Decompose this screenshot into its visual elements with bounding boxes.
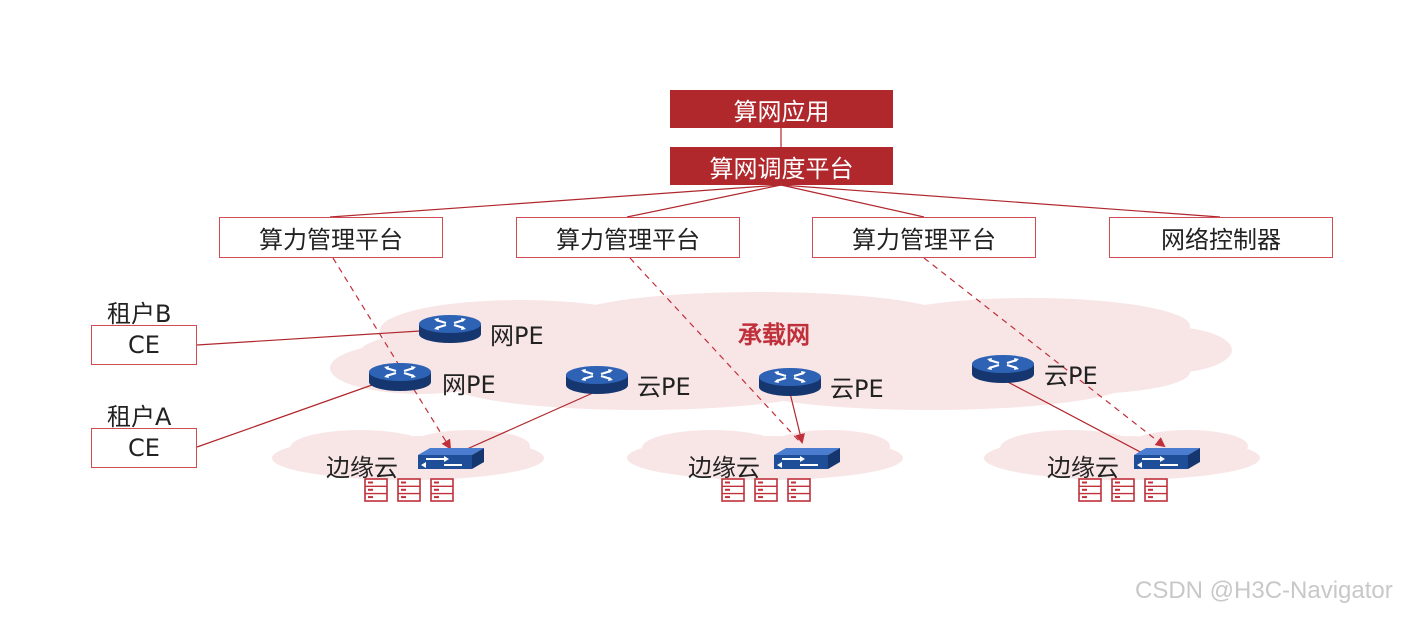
compute-network-app-box: 算网应用: [670, 90, 893, 128]
router-icon: [564, 364, 630, 396]
management-links: [332, 257, 1166, 450]
server-icon: [787, 478, 811, 502]
router-icon: [970, 353, 1036, 385]
scheduler-platform-box: 算网调度平台: [670, 147, 893, 185]
link-ce-b-pe: [196, 330, 421, 346]
mgmt-link-3: [923, 257, 1166, 448]
edge-cloud-1-shape: [272, 430, 544, 480]
router-label-cloud-pe-3: 云PE: [1044, 362, 1098, 390]
edge-cloud-2-shape: [627, 430, 903, 480]
router-label-net-pe-1: 网PE: [490, 322, 544, 350]
compute-platform-box-1: 算力管理平台: [219, 217, 443, 258]
link-ce-a-pe: [196, 384, 373, 448]
compute-platform-box-2: 算力管理平台: [516, 217, 740, 258]
link-cloudpe2-edge2: [789, 392, 805, 444]
tenant-a-ce-box: CE: [91, 428, 197, 468]
watermark-text: CSDN @H3C-Navigator: [1135, 577, 1393, 604]
network-controller-box: 网络控制器: [1109, 217, 1333, 258]
mgmt-link-1: [332, 257, 452, 450]
edge-cloud-label-1: 边缘云: [326, 454, 398, 482]
server-icon: [1144, 478, 1168, 502]
server-icon: [430, 478, 454, 502]
switch-icon: [773, 447, 841, 470]
router-label-net-pe-2: 网PE: [442, 371, 496, 399]
router-icon: [757, 366, 823, 398]
link-scheduler-platform-3: [780, 184, 925, 218]
mgmt-link-2: [629, 257, 801, 443]
bearer-network-title: 承载网: [738, 321, 810, 349]
link-scheduler-platform-2: [626, 184, 782, 218]
link-scheduler-platform-1: [329, 184, 782, 218]
switch-icon: [1133, 447, 1201, 470]
server-icon: [397, 478, 421, 502]
tenant-b-label: 租户B: [107, 300, 172, 328]
link-scheduler-controller: [780, 184, 1221, 218]
switch-icon: [417, 447, 485, 470]
link-cloudpe1-edge1: [457, 387, 605, 454]
tenant-b-ce-box: CE: [91, 325, 197, 365]
edge-cloud-label-3: 边缘云: [1047, 454, 1119, 482]
link-cloudpe3-edge3: [1003, 379, 1149, 457]
router-label-cloud-pe-2: 云PE: [830, 375, 884, 403]
router-icon: [417, 313, 483, 345]
tenant-a-label: 租户A: [107, 403, 172, 431]
router-icon: [367, 361, 433, 393]
compute-platform-box-3: 算力管理平台: [812, 217, 1036, 258]
edge-cloud-label-2: 边缘云: [688, 454, 760, 482]
control-links: [329, 128, 1221, 218]
router-label-cloud-pe-1: 云PE: [637, 373, 691, 401]
data-links: [196, 330, 1149, 457]
edge-cloud-3-shape: [984, 430, 1260, 480]
